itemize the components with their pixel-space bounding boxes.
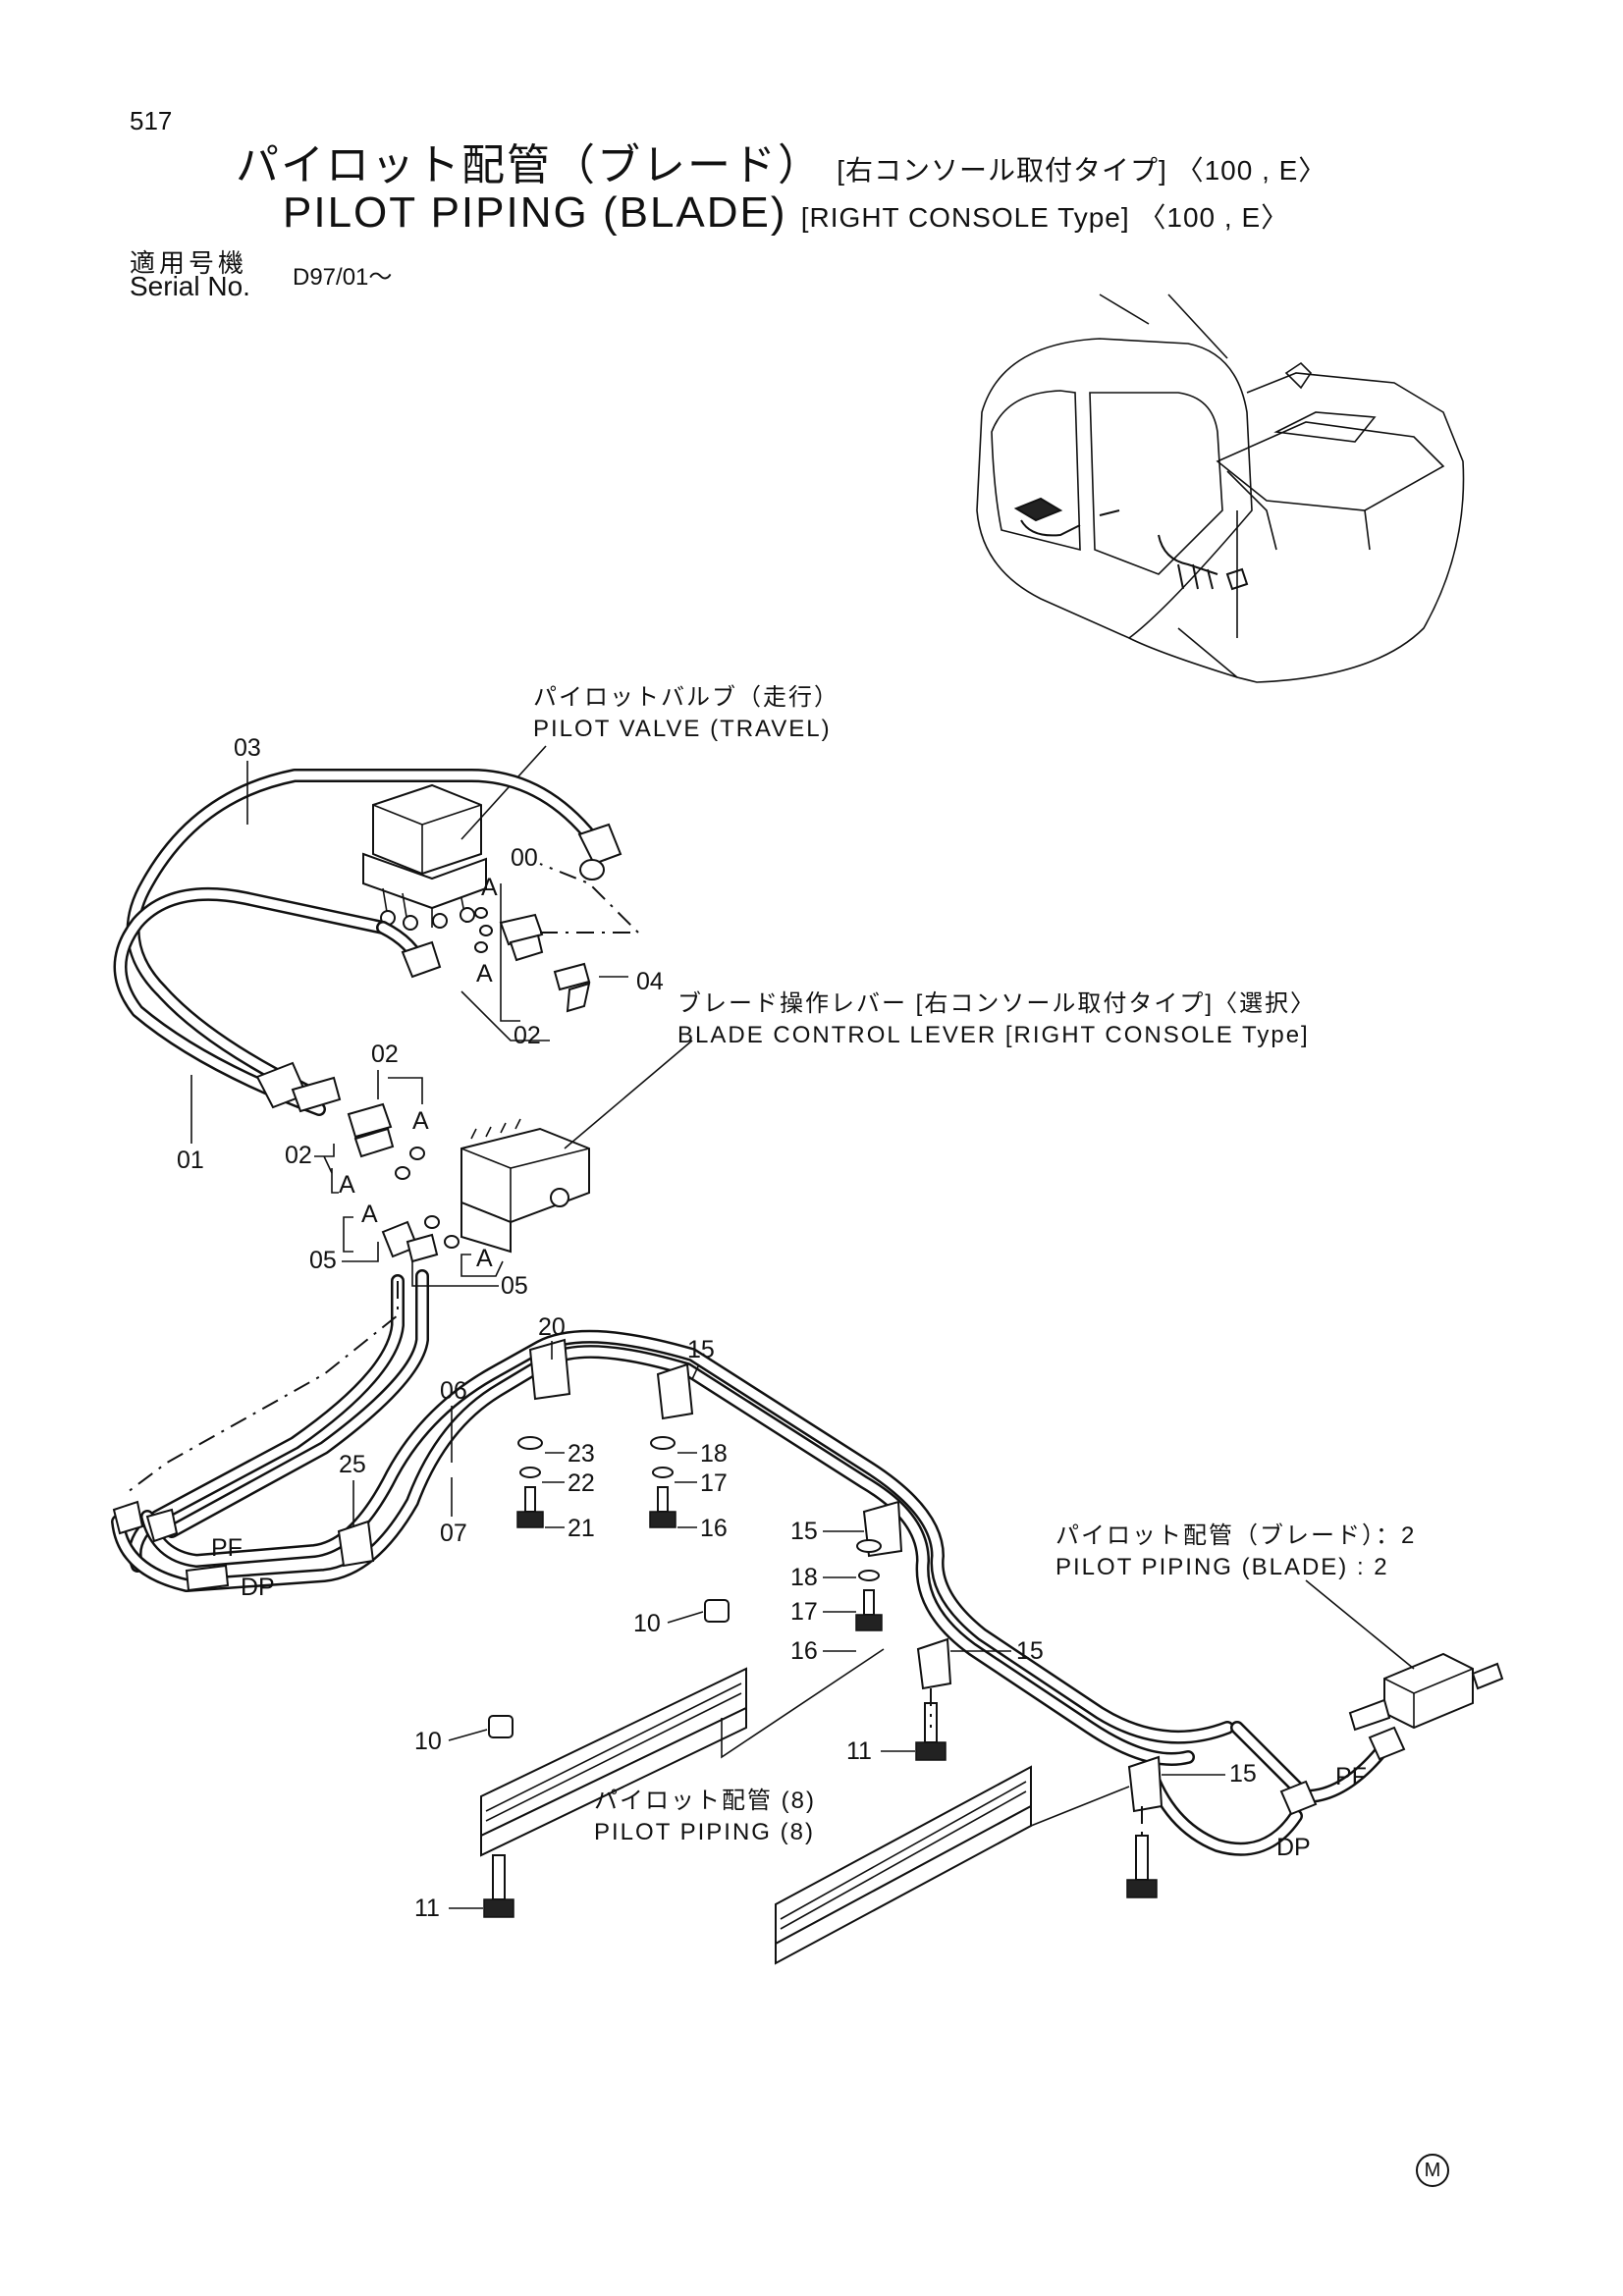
part-label-02-upper: 02 (514, 1022, 541, 1049)
part-label-00: 00 (511, 844, 538, 872)
page-title-english: PILOT PIPING (BLADE) [RIGHT CONSOLE Type… (283, 188, 1289, 238)
serial-value: D97/01～ (293, 264, 393, 291)
hardware-bolts-11 (483, 1702, 1158, 1918)
serial-label-english: Serial No. (130, 271, 250, 301)
part-label-17-a: 17 (700, 1469, 728, 1497)
part-label-A6: A (476, 1245, 493, 1272)
page-title-japanese: パイロット配管（ブレード） [右コンソール取付タイプ] 〈100 , E〉 (236, 130, 1326, 192)
pilot-piping-2-label-en: PILOT PIPING (BLADE) : 2 (1055, 1554, 1389, 1580)
pilot-valve-label-en: PILOT VALVE (TRAVEL) (533, 716, 832, 742)
part-label-A5: A (361, 1201, 378, 1228)
part-label-15-b: 15 (790, 1518, 818, 1545)
fittings-middle (347, 1102, 460, 1263)
part-label-22: 22 (568, 1469, 595, 1497)
part-label-20: 20 (538, 1313, 566, 1341)
pipes-06-07 (111, 1269, 1406, 1856)
part-label-02-low: 02 (285, 1142, 312, 1169)
part-label-A3: A (412, 1107, 429, 1135)
part-label-16-a: 16 (700, 1515, 728, 1542)
page-number: 517 (130, 106, 173, 135)
part-label-18-a: 18 (700, 1440, 728, 1468)
part-label-16-b: 16 (790, 1637, 818, 1665)
part-label-05-right: 05 (501, 1272, 528, 1300)
part-label-A1: A (481, 874, 498, 901)
title-jp-suffix: [右コンソール取付タイプ] 〈100 , E〉 (837, 155, 1327, 186)
part-label-21: 21 (568, 1515, 595, 1542)
pilot-valve-travel (362, 783, 487, 931)
part-label-25: 25 (339, 1451, 366, 1478)
hardware-stack-1 (516, 1436, 544, 1528)
part-label-15-c: 15 (1016, 1637, 1044, 1665)
part-label-06: 06 (440, 1377, 467, 1405)
part-label-PF-right: PF (1335, 1763, 1367, 1790)
part-label-01: 01 (177, 1147, 204, 1174)
pilot-valve-label-jp: パイロットバルブ（走行） (533, 684, 839, 711)
part-label-23: 23 (568, 1440, 595, 1468)
serial-label-japanese: 適用号機 (130, 248, 248, 278)
part-label-04: 04 (636, 968, 664, 995)
blade-lever-label-jp: ブレード操作レバー [右コンソール取付タイプ]〈選択〉 (677, 990, 1316, 1017)
part-label-10-a: 10 (633, 1610, 661, 1637)
part-label-03: 03 (234, 734, 261, 762)
part-label-07: 07 (440, 1520, 467, 1547)
part-label-05-left: 05 (309, 1247, 337, 1274)
pilot-piping-8-label-jp: パイロット配管 (8) (594, 1788, 816, 1814)
part-label-10-b: 10 (414, 1728, 442, 1755)
pilot-piping-blade-2-block (1348, 1652, 1504, 1732)
pilot-piping-2-label-jp: パイロット配管（ブレード）：2 (1055, 1522, 1416, 1549)
excavator-cab-illustration (976, 294, 1465, 683)
part-label-18-b: 18 (790, 1564, 818, 1591)
rail-upper (480, 1599, 747, 1857)
part-label-17-b: 17 (790, 1598, 818, 1626)
hoses-01-03 (113, 769, 622, 1116)
part-label-DP-right: DP (1276, 1834, 1311, 1861)
part-label-A2: A (476, 960, 493, 988)
blade-lever-label-en: BLADE CONTROL LEVER [RIGHT CONSOLE Type] (677, 1022, 1310, 1048)
hardware-stack-2 (649, 1436, 676, 1528)
fittings-upper (474, 907, 591, 1013)
manufacturer-mark: M (1416, 2154, 1449, 2187)
part-label-11-a: 11 (846, 1737, 872, 1765)
part-label-15-a: 15 (687, 1336, 715, 1363)
part-label-15-d: 15 (1229, 1760, 1257, 1788)
title-en-suffix: [RIGHT CONSOLE Type] 〈100 , E〉 (800, 202, 1290, 233)
title-en-main: PILOT PIPING (BLADE) (283, 188, 787, 237)
part-label-DP-left: DP (241, 1574, 275, 1601)
part-label-A4: A (339, 1171, 355, 1199)
pilot-piping-8-label-en: PILOT PIPING (8) (594, 1819, 815, 1845)
part-label-PF-left: PF (211, 1534, 243, 1562)
title-jp-main: パイロット配管（ブレード） (236, 141, 823, 189)
blade-control-lever (460, 1118, 590, 1254)
part-label-11-b: 11 (414, 1895, 440, 1922)
hardware-stack-3 (855, 1539, 883, 1631)
part-label-02-mid: 02 (371, 1041, 399, 1068)
clamps (337, 1338, 1163, 1813)
